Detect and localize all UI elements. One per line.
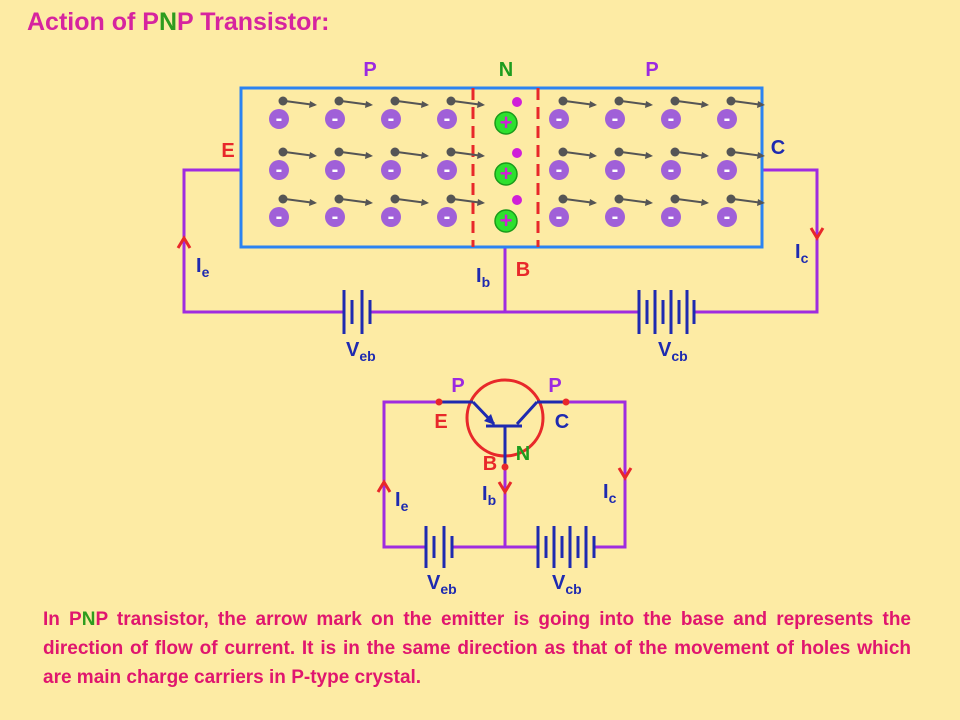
bottom-emitter-current-label: Ie <box>395 489 409 514</box>
svg-text:+: + <box>500 208 513 233</box>
svg-text:-: - <box>276 159 283 181</box>
svg-text:-: - <box>556 206 563 228</box>
bottom-label-p-left: P <box>451 375 464 397</box>
electron: - <box>381 194 429 228</box>
electron: - <box>325 147 373 181</box>
top-circuit: P N P - - - - - - - - - - - - - - - - - - - - - - - - + + + E C B… <box>176 59 825 364</box>
svg-text:-: - <box>724 108 731 130</box>
emitter-dot <box>435 398 443 406</box>
collector-current-arrow <box>809 227 825 241</box>
electron: - <box>661 147 709 181</box>
collector-dot <box>562 398 570 406</box>
bottom-battery-veb <box>424 526 454 568</box>
svg-text:-: - <box>612 108 619 130</box>
bottom-circuit: P P E C N B Ie Ib Ic Veb <box>376 375 633 597</box>
svg-text:-: - <box>332 206 339 228</box>
collector-current-label: Ic <box>795 241 809 266</box>
emitter-arrow-icon <box>484 414 495 425</box>
battery-veb-label: Veb <box>346 339 376 364</box>
electron: - <box>325 96 373 130</box>
bottom-label-p-right: P <box>548 375 561 397</box>
svg-text:+: + <box>500 161 513 186</box>
bottom-battery-vcb-label: Vcb <box>552 572 582 597</box>
electron: - <box>269 194 317 228</box>
electron: - <box>605 147 653 181</box>
region-label-p-left: P <box>363 59 376 81</box>
svg-text:-: - <box>724 159 731 181</box>
svg-text:-: - <box>668 206 675 228</box>
terminal-emitter-label: E <box>221 140 234 162</box>
bottom-emitter-current-arrow <box>376 479 392 493</box>
electron: - <box>381 96 429 130</box>
svg-text:-: - <box>388 108 395 130</box>
svg-text:-: - <box>276 206 283 228</box>
svg-text:-: - <box>276 108 283 130</box>
svg-text:-: - <box>612 206 619 228</box>
hole: + <box>494 195 522 233</box>
bottom-collector-current-arrow <box>617 467 633 481</box>
svg-text:-: - <box>556 108 563 130</box>
hole-carriers: + + + <box>494 97 522 233</box>
electron: - <box>661 194 709 228</box>
base-dot <box>501 463 509 471</box>
electron: - <box>437 147 485 181</box>
hole: + <box>494 97 522 135</box>
bottom-battery-vcb <box>536 526 596 568</box>
hole: + <box>494 148 522 186</box>
electron: - <box>605 96 653 130</box>
battery-vcb-label: Vcb <box>658 339 688 364</box>
svg-text:-: - <box>668 108 675 130</box>
bottom-wires <box>382 400 627 549</box>
electron: - <box>549 147 597 181</box>
electron: - <box>605 194 653 228</box>
svg-text:-: - <box>444 108 451 130</box>
electron: - <box>717 147 765 181</box>
electron-carriers: - - - - - - - - - - - - - - - - - - - - - - - - <box>269 96 765 228</box>
electron: - <box>437 194 485 228</box>
svg-text:-: - <box>556 159 563 181</box>
emitter-current-label: Ie <box>196 255 210 280</box>
electron: - <box>325 194 373 228</box>
electron: - <box>717 96 765 130</box>
electron: - <box>549 194 597 228</box>
bottom-terminal-emitter: E <box>434 411 447 433</box>
bottom-battery-veb-label: Veb <box>427 572 457 597</box>
bottom-terminal-base: B <box>483 453 497 475</box>
electron: - <box>381 147 429 181</box>
bottom-base-current-label: Ib <box>482 483 496 508</box>
bottom-collector-current-label: Ic <box>603 481 617 506</box>
region-label-p-right: P <box>645 59 658 81</box>
emitter-current-arrow <box>176 235 192 249</box>
bottom-label-n: N <box>516 443 530 465</box>
battery-vcb <box>637 290 696 334</box>
svg-text:-: - <box>724 206 731 228</box>
terminal-collector-label: C <box>771 137 785 159</box>
electron: - <box>549 96 597 130</box>
terminal-base-label: B <box>516 259 530 281</box>
description-text: In PNP transistor, the arrow mark on the… <box>43 609 912 688</box>
electron: - <box>437 96 485 130</box>
battery-veb <box>342 290 372 334</box>
svg-text:-: - <box>612 159 619 181</box>
svg-text:-: - <box>388 206 395 228</box>
svg-text:-: - <box>444 206 451 228</box>
svg-text:-: - <box>388 159 395 181</box>
electron: - <box>269 147 317 181</box>
region-label-n: N <box>499 59 513 81</box>
base-current-label: Ib <box>476 265 490 290</box>
svg-text:-: - <box>668 159 675 181</box>
svg-text:-: - <box>332 159 339 181</box>
page-title: Action of PNP Transistor: <box>27 8 330 36</box>
svg-text:-: - <box>444 159 451 181</box>
electron: - <box>717 194 765 228</box>
bottom-terminal-collector: C <box>555 411 569 433</box>
electron: - <box>269 96 317 130</box>
svg-text:-: - <box>332 108 339 130</box>
top-wires <box>182 168 819 314</box>
svg-text:+: + <box>500 110 513 135</box>
bottom-base-current-arrow <box>497 481 513 495</box>
electron: - <box>661 96 709 130</box>
